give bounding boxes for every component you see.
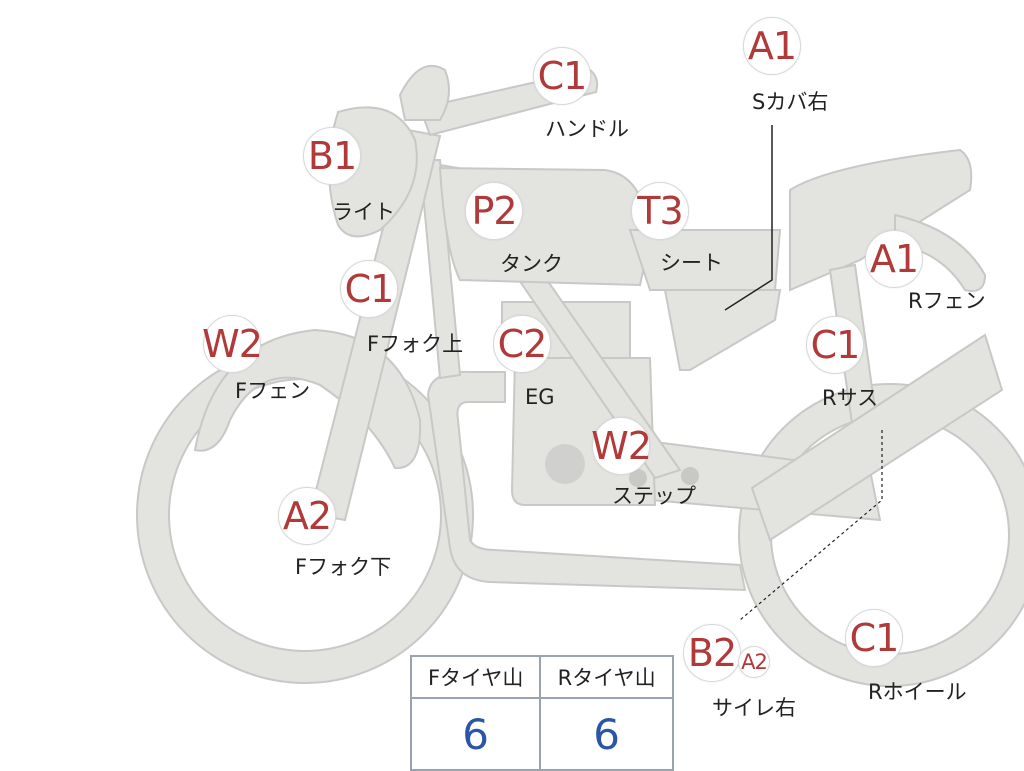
code-badge-rfender: A1 (865, 230, 923, 288)
code-badge-tank: P2 (465, 182, 523, 240)
part-label-tank: タンク (500, 252, 563, 276)
part-label-ffork-lower: Fフォク下 (295, 555, 392, 579)
side-cover (663, 289, 782, 371)
code-badge-ffork-upper: C1 (340, 260, 398, 318)
code-badge-ffender: W2 (202, 315, 263, 373)
code-badge-silencer-secondary: A2 (738, 646, 770, 678)
code-badge-eg: C2 (493, 315, 551, 373)
part-label-handle: ハンドル (545, 117, 629, 141)
tire-table-value: 6 (409, 697, 542, 771)
part-label-eg: EG (525, 385, 555, 409)
meter (398, 65, 450, 121)
engine-cover (545, 444, 585, 484)
part-label-step: ステップ (612, 484, 696, 508)
code-badge-light: B1 (303, 127, 361, 185)
tire-tread-table: Fタイヤ山 Rタイヤ山 6 6 (409, 655, 674, 771)
part-label-rwheel: Rホイール (868, 680, 967, 704)
code-badge-ffork-lower: A2 (278, 487, 336, 545)
part-label-light: ライト (332, 200, 395, 224)
silencer (750, 333, 1004, 542)
code-badge-rwheel: C1 (845, 609, 903, 667)
step-bolt-2 (681, 467, 699, 485)
step-bolt (629, 469, 647, 487)
tire-table-header: Fタイヤ山 (409, 655, 542, 699)
code-badge-seat: T3 (631, 182, 689, 240)
part-label-rsus: Rサス (822, 386, 879, 410)
silencer-leader-line (739, 430, 883, 621)
code-badge-handle: C1 (533, 47, 591, 105)
tire-table-header: Rタイヤ山 (539, 655, 674, 699)
code-badge-rsus: C1 (806, 316, 864, 374)
tire-table-value: 6 (539, 697, 674, 771)
part-label-seat: シート (660, 251, 723, 275)
part-label-silencer: サイレ右 (712, 696, 796, 720)
code-badge-step: W2 (591, 417, 652, 475)
part-label-rfender: Rフェン (908, 289, 986, 313)
part-label-ffork-upper: Fフォク上 (367, 332, 464, 356)
rear-fender (894, 213, 987, 292)
tire-table-value-row: 6 6 (409, 697, 674, 771)
part-label-ffender: Fフェン (235, 379, 311, 403)
scover-leader-line (724, 125, 773, 311)
code-badge-scover: A1 (743, 17, 801, 75)
tire-table-header-row: Fタイヤ山 Rタイヤ山 (409, 655, 674, 699)
code-badge-silencer: B2 (683, 624, 741, 682)
part-label-scover: Sカバ右 (752, 90, 829, 114)
